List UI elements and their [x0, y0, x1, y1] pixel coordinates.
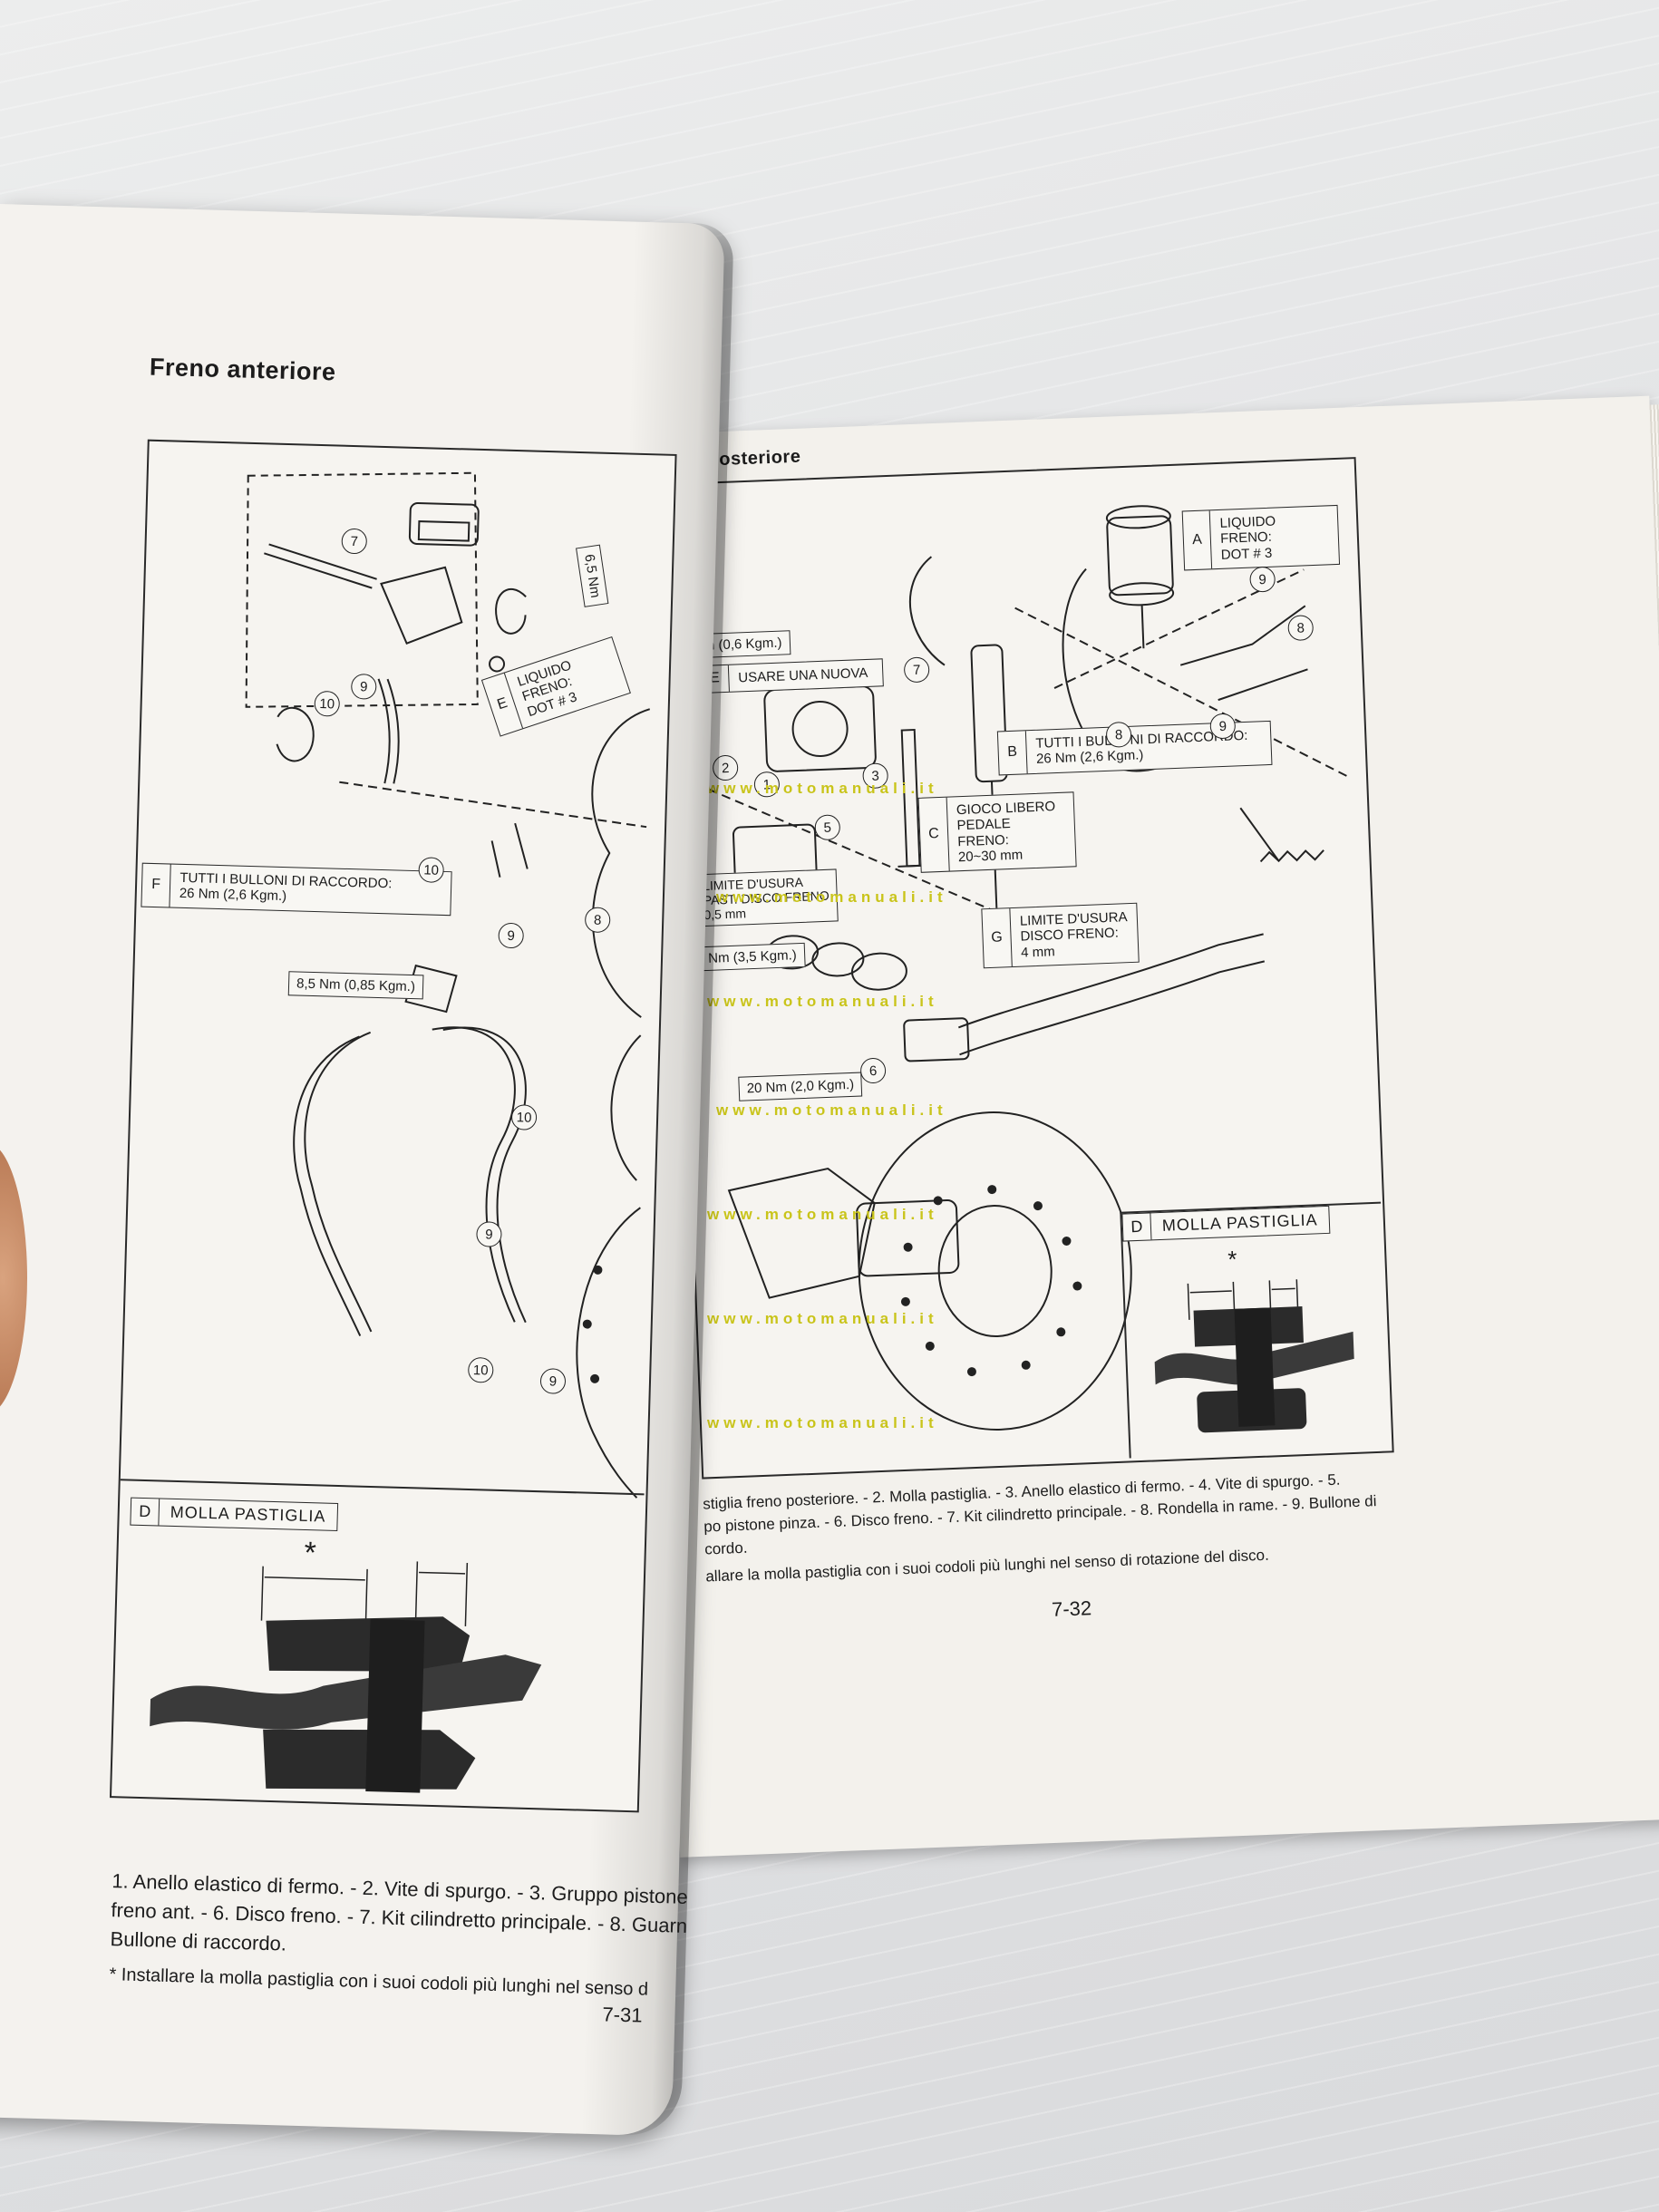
torque-label-20: 20 Nm (2,0 Kgm.): [738, 1072, 863, 1101]
left-page-title: Freno anteriore: [149, 353, 336, 386]
watermark: www.motomanuali.it: [707, 1206, 938, 1223]
left-caption-line-3: Bullone di raccordo.: [110, 1927, 287, 1955]
pad-spring-drawing: [150, 1561, 542, 1793]
torque-label-35: Nm (3,5 Kgm.): [699, 942, 806, 972]
right-caption-line-4: allare la molla pastiglia con i suoi cod…: [705, 1546, 1270, 1586]
pad-spring-drawing: [1154, 1279, 1354, 1433]
right-caption-line-3: cordo.: [703, 1538, 748, 1558]
watermark: www.motomanuali.it: [707, 1414, 938, 1431]
left-page-number: 7-31: [602, 2003, 643, 2027]
watermark: www.motomanuali.it: [707, 780, 938, 797]
watermark: www.motomanuali.it: [707, 1310, 938, 1327]
callout-c-pedal-play: C GIOCO LIBERO PEDALE FRENO: 20~30 mm: [917, 791, 1077, 873]
callout-f-union-bolts: F TUTTI I BULLONI DI RACCORDO: 26 Nm (2,…: [141, 862, 452, 916]
watermark: www.motomanuali.it: [716, 888, 947, 906]
callout-g-disc-wear: G LIMITE D'USURA DISCO FRENO: 4 mm: [981, 902, 1140, 969]
watermark: www.motomanuali.it: [707, 993, 938, 1010]
left-diagram-frame: 6,5 Nm E LIQUIDO FRENO: DOT # 3 F TUTTI …: [109, 439, 677, 1813]
pad-spring-inset: D MOLLA PASTIGLIA *: [1120, 1201, 1391, 1459]
right-diagram-frame: A LIQUIDO FRENO: DOT # 3 Nm (0,6 Kgm.) E…: [664, 457, 1394, 1480]
page-edges: [1649, 404, 1659, 1809]
pad-spring-inset: D MOLLA PASTIGLIA *: [112, 1479, 645, 1811]
right-page: no posteriore: [626, 395, 1659, 1858]
left-caption-line-4: * Installare la molla pastiglia con i su…: [109, 1965, 649, 2000]
front-brake-exploded-diagram: [245, 471, 651, 1499]
torque-label-85: 8,5 Nm (0,85 Kgm.): [287, 971, 424, 1000]
right-page-number: 7-32: [1051, 1596, 1092, 1621]
left-page: Freno anteriore: [0, 204, 734, 2137]
watermark: www.motomanuali.it: [716, 1101, 947, 1119]
callout-a-brake-fluid: A LIQUIDO FRENO: DOT # 3: [1181, 504, 1341, 571]
